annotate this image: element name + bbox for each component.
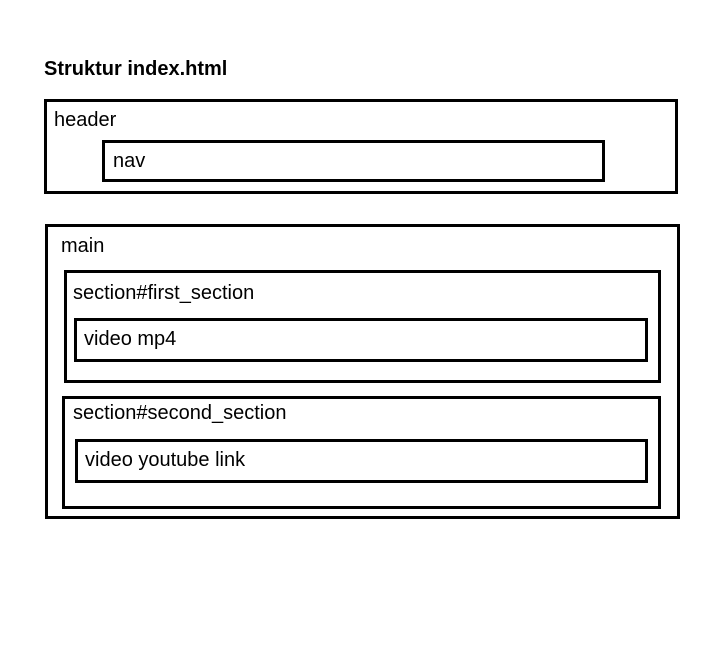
main-label: main	[61, 235, 105, 257]
first-section-label: section#first_section	[73, 282, 255, 304]
nav-block: nav	[102, 140, 605, 182]
video-mp4-block: video mp4	[74, 318, 648, 362]
first-section-block: section#first_section video mp4	[64, 270, 661, 383]
header-block: header nav	[44, 99, 678, 194]
second-section-label: section#second_section	[73, 402, 287, 424]
video-mp4-label: video mp4	[84, 328, 177, 350]
header-label: header	[54, 109, 117, 131]
video-youtube-link-block: video youtube link	[75, 439, 648, 483]
nav-label: nav	[113, 150, 146, 172]
diagram-title: Struktur index.html	[44, 58, 228, 80]
second-section-block: section#second_section video youtube lin…	[62, 396, 661, 509]
main-block: main section#first_section video mp4 sec…	[45, 224, 680, 519]
video-youtube-link-label: video youtube link	[85, 449, 246, 471]
